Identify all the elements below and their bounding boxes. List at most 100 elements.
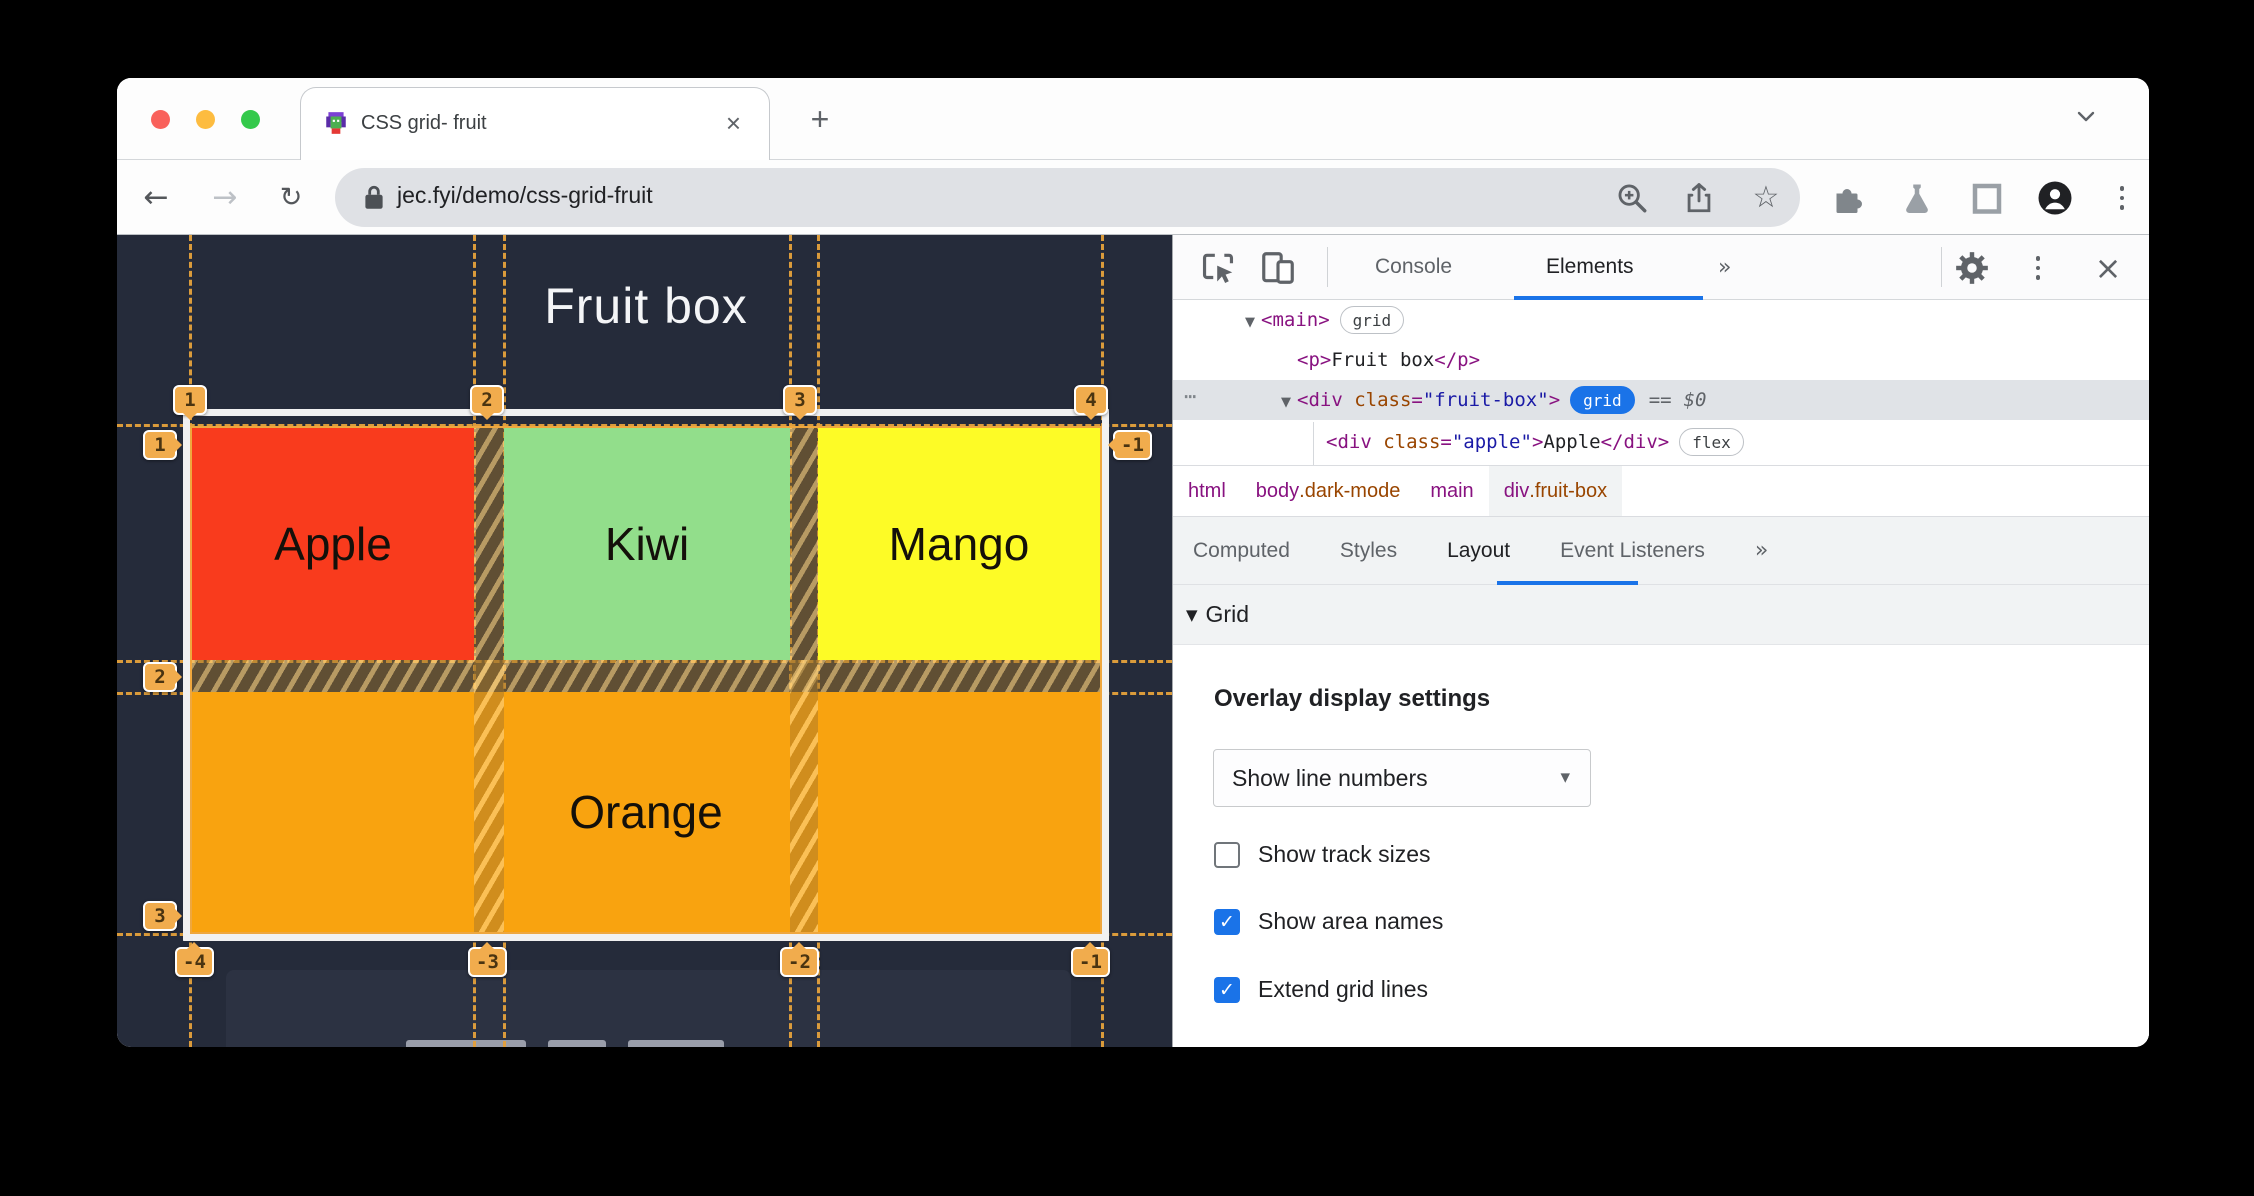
line-numbers-dropdown[interactable]: Show line numbers ▾ (1213, 749, 1591, 807)
sidebar-tabs: Computed Styles Layout Event Listeners » (1173, 517, 2149, 585)
grid-line-number: 4 (1074, 385, 1108, 420)
window-minimize-button[interactable] (196, 110, 215, 129)
address-bar[interactable]: jec.fyi/demo/css-grid-fruit (335, 168, 1800, 227)
show-track-sizes-checkbox[interactable]: ✓ (1214, 841, 1240, 868)
checkbox-label: Extend grid lines (1258, 976, 1429, 1002)
grid-badge-active[interactable]: grid (1570, 386, 1635, 414)
section-disclosure-arrow-icon[interactable]: ▼ (1186, 605, 1198, 624)
breadcrumb-fruit-box[interactable]: div.fruit-box (1488, 466, 1623, 516)
breadcrumb-html[interactable]: html (1188, 479, 1226, 502)
kiwi-cell: Kiwi (504, 428, 790, 660)
breadcrumb-body[interactable]: body.dark-mode (1255, 479, 1401, 502)
checkbox-label: Show track sizes (1258, 841, 1431, 867)
tab-elements[interactable]: Elements (1546, 255, 1634, 278)
disclosure-arrow-icon[interactable]: ▼ (1281, 395, 1291, 410)
grid-line-number: -4 (175, 942, 214, 977)
grid-frame-line (1102, 409, 1109, 941)
browser-tab[interactable]: CSS grid- fruit × (300, 87, 770, 160)
show-area-names-row[interactable]: ✓ Show area names (1214, 908, 1443, 935)
grid-line-number: 3 (783, 385, 817, 420)
fruit-box-grid: Apple Kiwi Mango Orange (190, 426, 1102, 934)
back-button[interactable]: ← (143, 180, 169, 215)
tab-favicon-icon (323, 110, 349, 136)
tab-close-icon[interactable]: × (725, 108, 741, 138)
grid-frame-line (183, 409, 190, 941)
tree-row-main[interactable]: ▼<main> grid (1173, 300, 2149, 340)
window-content: Fruit box Apple Kiwi Mango Orange 1 2 3 … (117, 235, 2149, 1047)
checkbox-label: Show area names (1258, 908, 1444, 934)
browser-window: CSS grid- fruit × + ← → ↻ jec.fyi/demo/ (117, 78, 2149, 1047)
devtools-panel: Console Elements » (1172, 235, 2149, 1047)
more-tabs-chevrons-icon[interactable]: » (1718, 254, 1732, 280)
url-text[interactable]: jec.fyi/demo/css-grid-fruit (397, 182, 653, 208)
breadcrumb-main[interactable]: main (1430, 479, 1474, 502)
orange-cell: Orange (192, 692, 1100, 932)
grid-frame-line (183, 409, 1109, 416)
check-icon: ✓ (1219, 978, 1235, 1001)
grid-section-header[interactable]: ▼ Grid (1173, 585, 2149, 645)
extend-grid-lines-row[interactable]: ✓ Extend grid lines (1214, 976, 1428, 1003)
devtools-close-icon[interactable]: × (2094, 249, 2122, 287)
window-zoom-button[interactable] (241, 110, 260, 129)
inspect-element-icon[interactable] (1199, 249, 1237, 287)
share-icon[interactable] (1682, 181, 1716, 215)
profile-avatar[interactable] (2037, 180, 2073, 216)
grid-badge[interactable]: grid (1339, 306, 1405, 334)
show-track-sizes-row[interactable]: ✓ Show track sizes (1214, 841, 1431, 868)
dropdown-caret-icon: ▾ (1560, 766, 1570, 788)
grid-line-dashed (117, 424, 1172, 427)
new-tab-button[interactable]: + (810, 101, 830, 137)
grid-line-number: 3 (143, 901, 182, 931)
show-area-names-checkbox[interactable]: ✓ (1214, 908, 1240, 935)
apple-cell: Apple (192, 428, 474, 660)
row-options-dots-icon[interactable]: ⋯ (1184, 384, 1199, 408)
breadcrumb: html body.dark-mode main div.fruit-box (1173, 465, 2149, 517)
grid-line-number: -2 (780, 942, 819, 977)
tree-row-apple[interactable]: <div class="apple">Apple</div> flex (1173, 422, 2149, 462)
grid-line-number: 1 (173, 385, 207, 420)
tab-event-listeners[interactable]: Event Listeners (1560, 538, 1705, 562)
overlay-settings-heading: Overlay display settings (1214, 685, 1491, 712)
tree-row-fruit-box-selected[interactable]: ⋯ ▼<div class="fruit-box"> grid == $0 (1173, 380, 2149, 420)
forward-button[interactable]: → (212, 180, 238, 215)
web-page: Fruit box Apple Kiwi Mango Orange 1 2 3 … (117, 235, 1172, 1047)
bookmark-star-icon[interactable]: ☆ (1752, 180, 1780, 215)
tab-search-chevron-icon[interactable] (2073, 108, 2099, 126)
grid-frame-line (183, 934, 1109, 941)
device-toolbar-icon[interactable] (1259, 249, 1297, 287)
side-panel-icon[interactable] (1969, 180, 2005, 216)
disclosure-arrow-icon[interactable]: ▼ (1245, 315, 1255, 330)
browser-menu-kebab-icon[interactable] (2107, 180, 2137, 216)
devtools-menu-kebab-icon[interactable] (2023, 249, 2053, 287)
tab-title: CSS grid- fruit (361, 112, 487, 134)
tab-computed[interactable]: Computed (1193, 538, 1290, 562)
grid-gap-hatch (192, 660, 1100, 692)
extensions-puzzle-icon[interactable] (1829, 180, 1865, 216)
lock-icon[interactable] (361, 184, 387, 212)
tab-layout[interactable]: Layout (1447, 538, 1511, 562)
tab-console[interactable]: Console (1375, 255, 1453, 278)
grid-line-number: 2 (143, 662, 182, 692)
zoom-icon[interactable] (1615, 181, 1649, 215)
toolbar-divider (1941, 247, 1942, 287)
tab-styles[interactable]: Styles (1339, 538, 1398, 562)
reload-button[interactable]: ↻ (279, 182, 303, 213)
indent-guide (1313, 422, 1314, 465)
settings-gear-icon[interactable] (1953, 249, 1991, 287)
flask-icon[interactable] (1899, 180, 1935, 216)
window-close-button[interactable] (151, 110, 170, 129)
more-sidebar-tabs-chevrons-icon[interactable]: » (1754, 538, 1769, 563)
extend-grid-lines-checkbox[interactable]: ✓ (1214, 976, 1240, 1003)
mango-cell: Mango (818, 428, 1100, 660)
tabstrip-divider (117, 159, 300, 160)
flex-badge[interactable]: flex (1679, 428, 1744, 456)
page-title: Fruit box (544, 278, 748, 334)
next-section-panel (226, 970, 1071, 1047)
tree-row-p[interactable]: <p>Fruit box</p> (1297, 349, 1481, 371)
grid-line-number: -3 (468, 942, 507, 977)
elements-tree: ▼<main> grid <p>Fruit box</p> ⋯ ▼<div cl… (1173, 300, 2149, 465)
grid-line-number: 2 (470, 385, 504, 420)
active-tab-underline (1514, 296, 1703, 300)
toolbar-divider (1327, 247, 1328, 287)
